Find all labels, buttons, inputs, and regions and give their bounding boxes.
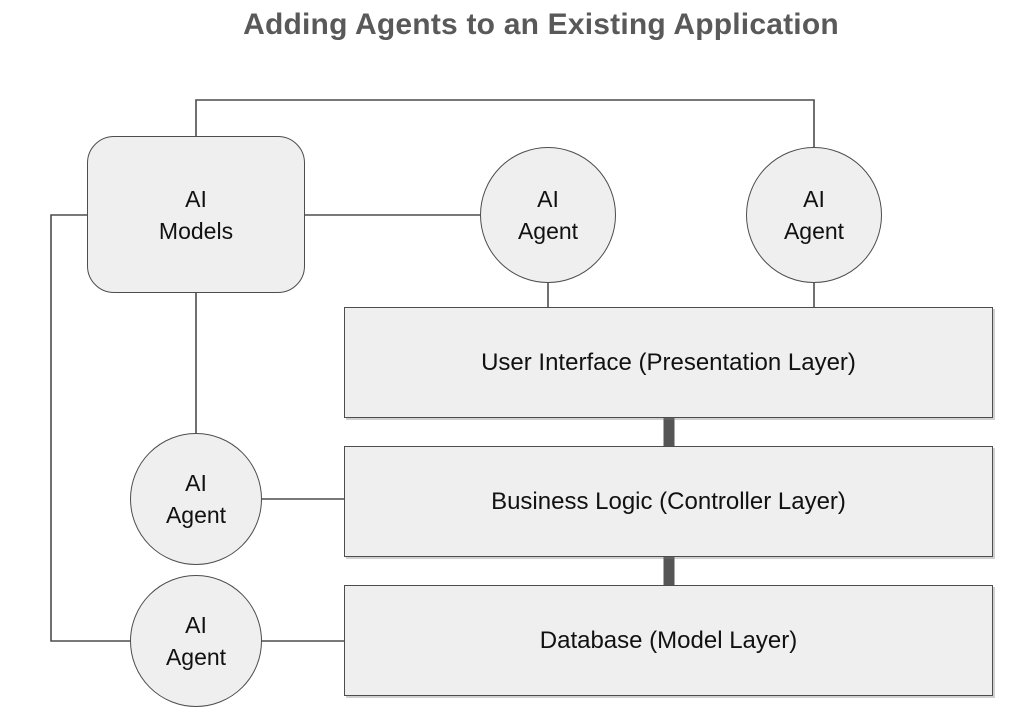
node-label-line: AI — [537, 186, 559, 212]
node-label-line: AI — [803, 186, 825, 212]
node-label-line: Agent — [783, 218, 845, 244]
node-label-line: AI — [185, 470, 207, 496]
node-ai-models: AI Models — [87, 136, 305, 293]
layer-business-logic: Business Logic (Controller Layer) — [344, 446, 993, 557]
node-ai-agent-bottom-left: AI Agent — [130, 575, 262, 707]
node-label-line: Agent — [165, 644, 227, 670]
node-label-line: Agent — [165, 502, 227, 528]
node-ai-agent-top-right: AI Agent — [746, 147, 882, 283]
node-ai-agent-top-left: AI Agent — [480, 147, 616, 283]
node-label-line: Agent — [517, 218, 579, 244]
node-label-line: Models — [158, 217, 234, 244]
layer-label: Database (Model Layer) — [539, 626, 798, 654]
layer-label: Business Logic (Controller Layer) — [491, 487, 846, 515]
diagram-title: Adding Agents to an Existing Application — [243, 8, 839, 41]
layer-label: User Interface (Presentation Layer) — [481, 348, 856, 376]
connector-models-to-agent2-top-line — [195, 99, 815, 148]
layer-database: Database (Model Layer) — [344, 585, 993, 696]
node-label-line: AI — [185, 185, 207, 212]
node-ai-agent-middle-left: AI Agent — [130, 433, 262, 565]
node-label-line: AI — [185, 612, 207, 638]
connector-models-to-agent4-left-line — [50, 214, 130, 642]
layer-user-interface: User Interface (Presentation Layer) — [344, 307, 993, 418]
